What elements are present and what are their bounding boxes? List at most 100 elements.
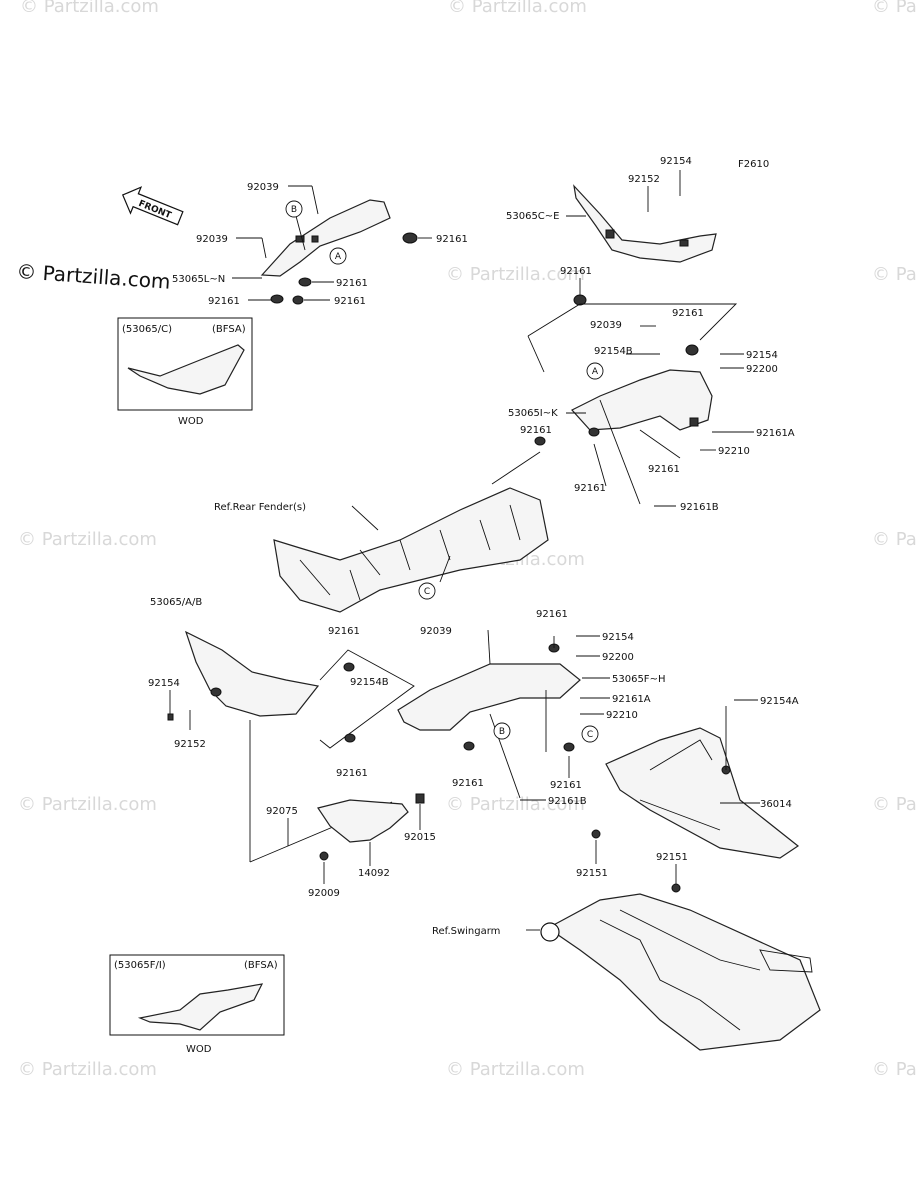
- callout-c: C: [418, 582, 436, 600]
- cover-53065-A-B: [184, 630, 320, 717]
- front-arrow: FRONT: [121, 186, 184, 226]
- guard-36014: [591, 727, 800, 893]
- inset-bottom-footer: WOD: [186, 1044, 212, 1055]
- label-92152: 92152: [628, 174, 660, 185]
- label-92161A: 92161A: [612, 694, 651, 705]
- label-92152: 92152: [174, 739, 206, 750]
- label-92039: 92039: [196, 234, 228, 245]
- cover-53065F-H: [397, 643, 581, 752]
- svg-text:A: A: [335, 252, 342, 262]
- watermark: © Partzilla.com: [872, 264, 916, 285]
- swingarm: [540, 893, 821, 1051]
- ref-rear-fender: Ref.Rear Fender(s): [214, 502, 306, 513]
- watermark: © Partzilla.com: [16, 259, 172, 294]
- label-53065-A-B: 53065/A/B: [150, 597, 202, 608]
- label-92161: 92161: [560, 266, 592, 277]
- label-92039: 92039: [247, 182, 279, 193]
- cover-53065I-K: [534, 294, 713, 446]
- label-92154: 92154: [660, 156, 692, 167]
- svg-text:C: C: [587, 730, 593, 740]
- leaders-middle: [491, 303, 754, 507]
- label-92161: 92161: [436, 234, 468, 245]
- label-92200: 92200: [746, 364, 778, 375]
- inset-top: (53065/C) (BFSA) WOD: [117, 317, 253, 427]
- watermark: © Partzilla.com: [18, 1059, 157, 1080]
- cover-53065L-N: [260, 199, 418, 305]
- inset-top-right: (BFSA): [212, 324, 246, 335]
- rear-fender: [273, 487, 549, 613]
- leaders-top-left: [232, 185, 432, 301]
- label-92161: 92161: [336, 768, 368, 779]
- label-92161: 92161: [328, 626, 360, 637]
- watermark: © Partzilla.com: [872, 794, 916, 815]
- label-53065C-E: 53065C~E: [506, 211, 560, 222]
- watermark: © Partzilla.com: [872, 529, 916, 550]
- label-92151: 92151: [576, 868, 608, 879]
- label-53065I-K: 53065I~K: [508, 408, 558, 419]
- callout-c: C: [581, 725, 599, 743]
- label-92015: 92015: [404, 832, 436, 843]
- callout-a: A: [586, 362, 604, 380]
- label-92039: 92039: [420, 626, 452, 637]
- label-92161: 92161: [208, 296, 240, 307]
- watermark: © Partzilla.com: [872, 1059, 916, 1080]
- label-92154A: 92154A: [760, 696, 799, 707]
- callout-b: B: [285, 200, 303, 218]
- leaders-center: [487, 629, 610, 801]
- label-92039: 92039: [590, 320, 622, 331]
- label-92210: 92210: [718, 446, 750, 457]
- callout-a: A: [329, 247, 347, 265]
- watermark: © Partzilla.com: [446, 264, 585, 285]
- cover-14092: [317, 793, 425, 861]
- label-92154B: 92154B: [594, 346, 633, 357]
- callout-b: B: [493, 722, 511, 740]
- label-53065F-H: 53065F~H: [612, 674, 665, 685]
- leaders-14092: [287, 804, 421, 884]
- watermark: © Partzilla.com: [18, 529, 157, 550]
- label-92161A: 92161A: [756, 428, 795, 439]
- label-92154B: 92154B: [350, 677, 389, 688]
- figure-code: F2610: [738, 159, 769, 170]
- inset-bottom-left: (53065F/I): [114, 960, 166, 971]
- label-92161B: 92161B: [680, 502, 719, 513]
- label-92200: 92200: [602, 652, 634, 663]
- inset-top-left: (53065/C): [122, 324, 172, 335]
- label-92161: 92161: [520, 425, 552, 436]
- svg-text:C: C: [424, 587, 430, 597]
- inset-bottom: (53065F/I) (BFSA) WOD: [109, 954, 285, 1055]
- label-92161: 92161: [574, 483, 606, 494]
- cover-53065C-E: [573, 184, 717, 263]
- watermark: © Partzilla.com: [20, 0, 159, 17]
- watermark: © Partzilla.com: [446, 1059, 585, 1080]
- watermark: © Partzilla.com: [446, 794, 585, 815]
- label-92161: 92161: [672, 308, 704, 319]
- label-92075: 92075: [266, 806, 298, 817]
- label-92161: 92161: [336, 278, 368, 289]
- leaders-top-right: [566, 170, 681, 302]
- label-92154: 92154: [746, 350, 778, 361]
- svg-text:A: A: [592, 367, 599, 377]
- label-92161: 92161: [536, 609, 568, 620]
- inset-bottom-right: (BFSA): [244, 960, 278, 971]
- watermark: © Partzilla.com: [872, 0, 916, 17]
- label-92161: 92161: [452, 778, 484, 789]
- label-36014: 36014: [760, 799, 792, 810]
- label-92151: 92151: [656, 852, 688, 863]
- ref-swingarm: Ref.Swingarm: [432, 926, 500, 937]
- label-92161: 92161: [550, 780, 582, 791]
- inset-top-footer: WOD: [178, 416, 204, 427]
- label-92161: 92161: [648, 464, 680, 475]
- watermark: © Partzilla.com: [18, 794, 157, 815]
- label-53065L-N: 53065L~N: [172, 274, 225, 285]
- leaders-36014: [595, 699, 760, 884]
- watermark: © Partzilla.com: [448, 0, 587, 17]
- label-14092: 14092: [358, 868, 390, 879]
- svg-text:B: B: [499, 727, 505, 737]
- svg-text:B: B: [291, 205, 297, 215]
- label-92161B: 92161B: [548, 796, 587, 807]
- label-92161: 92161: [334, 296, 366, 307]
- label-92154: 92154: [602, 632, 634, 643]
- label-92154: 92154: [148, 678, 180, 689]
- label-92009: 92009: [308, 888, 340, 899]
